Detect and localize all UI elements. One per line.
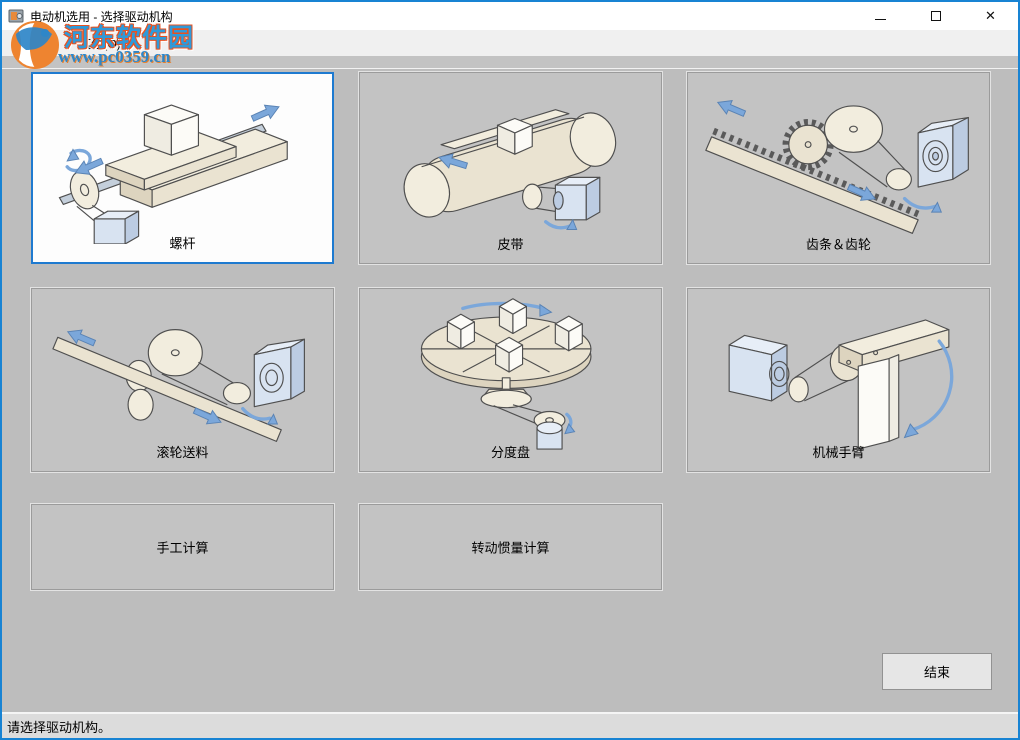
toolbar-band (2, 56, 1018, 69)
window-title: 电动机选用 - 选择驱动机构 (30, 9, 173, 24)
tile-label: 分度盘 (490, 445, 530, 460)
window-controls: ✕ (853, 2, 1018, 30)
menu-file[interactable]: 文件(F) (20, 36, 60, 51)
tile-roller-feed[interactable]: 滚轮送料 (31, 288, 334, 472)
maximize-button[interactable] (908, 2, 963, 30)
close-icon: ✕ (985, 8, 996, 23)
minimize-button[interactable] (853, 2, 908, 30)
status-text: 请选择驱动机构。 (7, 719, 112, 735)
tile-label: 手工计算 (156, 540, 209, 556)
tile-manual-calculation[interactable]: 手工计算 (31, 504, 334, 590)
maximize-icon (930, 11, 941, 21)
robot-arm-illustration (728, 319, 953, 450)
tile-label: 齿条＆齿轮 (805, 237, 871, 252)
menu-other[interactable]: 其他(O) (79, 36, 121, 51)
tile-screw[interactable]: 螺杆 (31, 72, 334, 264)
end-button[interactable]: 结束 (882, 653, 992, 690)
index-table-illustration (420, 298, 592, 450)
menubar: 文件(F) 其他(O) (2, 30, 1018, 56)
tile-index-table[interactable]: 分度盘 (359, 288, 662, 472)
tile-robot-arm[interactable]: 机械手臂 (687, 288, 990, 472)
belt-mechanism-illustration (403, 109, 616, 230)
end-button-label: 结束 (923, 665, 950, 680)
tile-rack-pinion[interactable]: 齿条＆齿轮 (687, 72, 990, 264)
titlebar: 电动机选用 - 选择驱动机构 ✕ (2, 2, 1018, 30)
close-button[interactable]: ✕ (963, 2, 1018, 30)
roller-feed-illustration (51, 324, 305, 442)
tile-label: 转动惯量计算 (471, 540, 550, 556)
app-icon (8, 9, 24, 23)
rack-pinion-illustration (704, 95, 969, 234)
tile-belt[interactable]: 皮带 (359, 72, 662, 264)
tile-label: 滚轮送料 (156, 445, 209, 460)
tile-label: 机械手臂 (812, 445, 865, 460)
tile-label: 螺杆 (169, 236, 196, 251)
screw-mechanism-illustration (58, 99, 288, 244)
tile-inertia-calculation[interactable]: 转动惯量计算 (359, 504, 662, 590)
minimize-icon (875, 18, 886, 20)
statusbar: 请选择驱动机构。 (2, 712, 1018, 738)
tile-label: 皮带 (497, 237, 524, 252)
